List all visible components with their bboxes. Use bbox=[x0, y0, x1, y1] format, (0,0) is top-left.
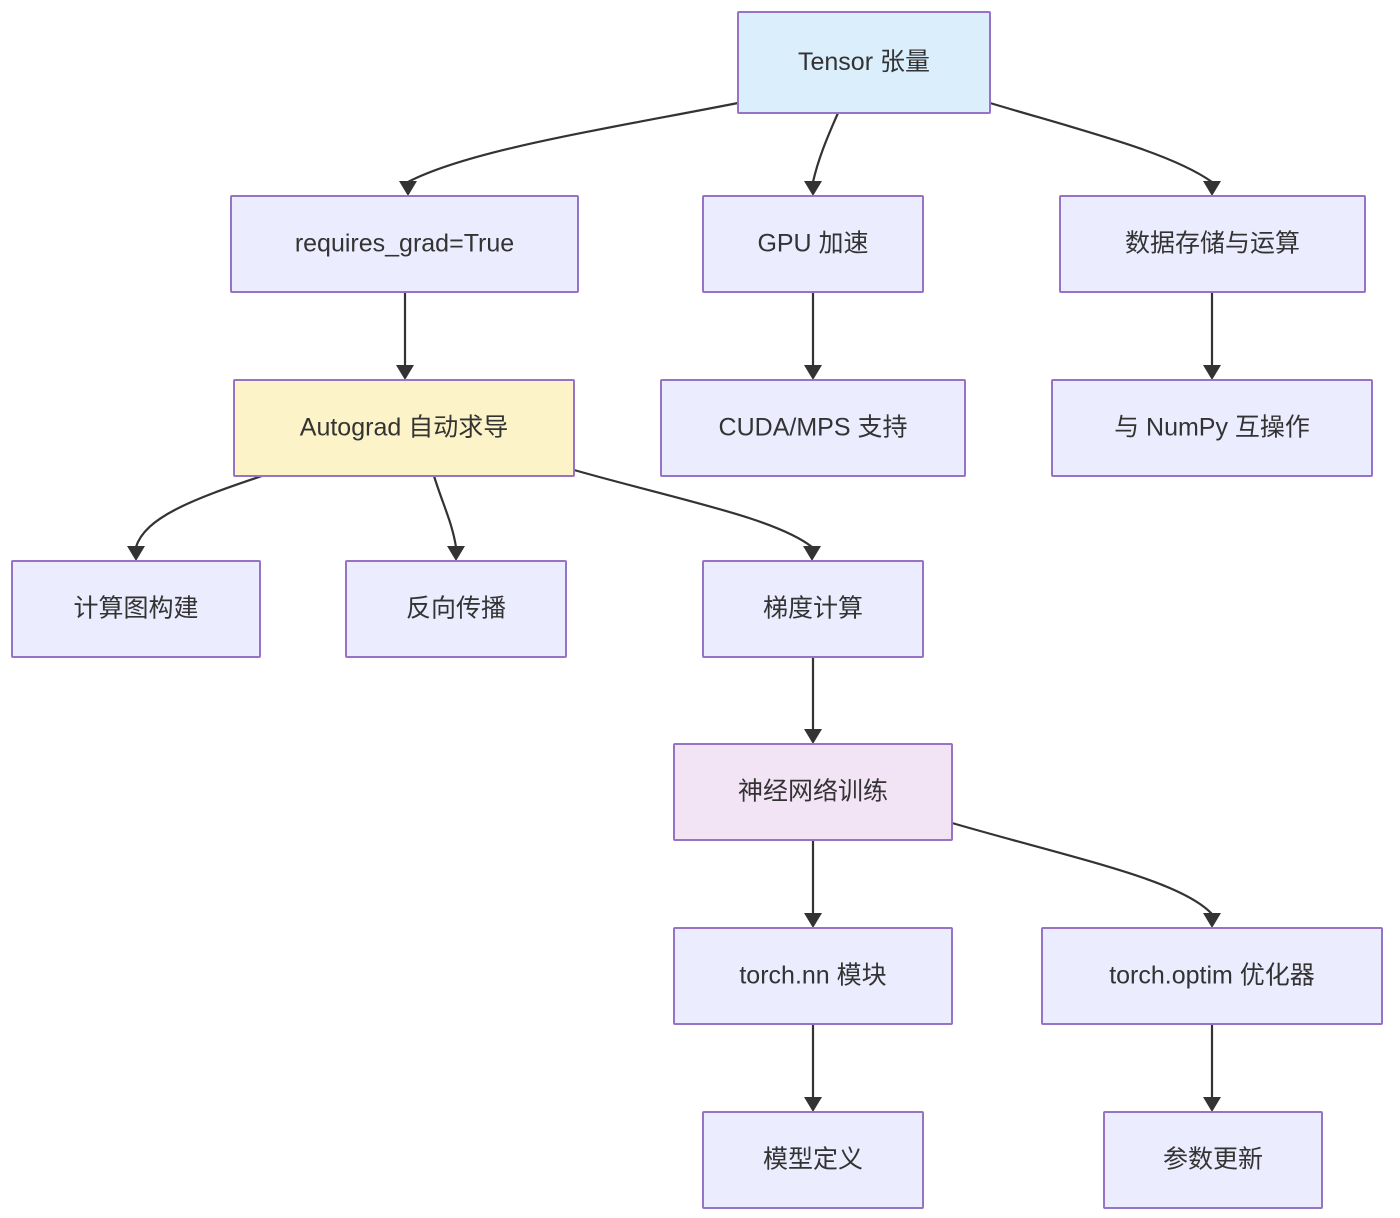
edge-tensor-to-gpu bbox=[804, 111, 840, 196]
node-label: CUDA/MPS 支持 bbox=[719, 414, 908, 442]
node-box[interactable] bbox=[673, 743, 953, 841]
node-param_update[interactable]: 参数更新 bbox=[1103, 1111, 1323, 1209]
node-box[interactable] bbox=[1041, 927, 1383, 1025]
arrow-head-icon bbox=[1203, 913, 1221, 928]
node-gpu[interactable]: GPU 加速 bbox=[702, 195, 924, 293]
edge-line bbox=[406, 101, 740, 184]
node-box[interactable] bbox=[1059, 195, 1366, 293]
edge-nn_training-to-torch_nn bbox=[804, 838, 822, 928]
node-label: GPU 加速 bbox=[757, 230, 868, 258]
node-box[interactable] bbox=[1051, 379, 1373, 477]
edge-autograd-to-gradient bbox=[572, 468, 821, 561]
node-label: 模型定义 bbox=[763, 1146, 863, 1174]
edge-line bbox=[988, 101, 1214, 184]
node-nn_training[interactable]: 神经网络训练 bbox=[673, 743, 953, 841]
arrow-head-icon bbox=[804, 913, 822, 928]
edge-tensor-to-requires_grad bbox=[399, 101, 740, 196]
edge-storage-to-numpy bbox=[1203, 290, 1221, 380]
edge-gpu-to-cuda bbox=[804, 290, 822, 380]
node-model_def[interactable]: 模型定义 bbox=[702, 1111, 924, 1209]
node-autograd[interactable]: Autograd 自动求导 bbox=[233, 379, 575, 477]
arrow-head-icon bbox=[804, 1097, 822, 1112]
node-label: 反向传播 bbox=[406, 595, 506, 623]
node-box[interactable] bbox=[673, 927, 953, 1025]
edge-gradient-to-nn_training bbox=[804, 655, 822, 744]
node-label: 数据存储与运算 bbox=[1125, 230, 1300, 258]
node-cuda[interactable]: CUDA/MPS 支持 bbox=[660, 379, 966, 477]
node-storage[interactable]: 数据存储与运算 bbox=[1059, 195, 1366, 293]
node-tensor[interactable]: Tensor 张量 bbox=[737, 11, 991, 114]
arrow-head-icon bbox=[804, 729, 822, 744]
arrow-head-icon bbox=[1203, 1097, 1221, 1112]
node-box[interactable] bbox=[11, 560, 261, 658]
arrow-head-icon bbox=[804, 181, 822, 196]
node-box[interactable] bbox=[1103, 1111, 1323, 1209]
node-box[interactable] bbox=[230, 195, 579, 293]
arrow-head-icon bbox=[399, 181, 417, 196]
node-torch_nn[interactable]: torch.nn 模块 bbox=[673, 927, 953, 1025]
node-gradient[interactable]: 梯度计算 bbox=[702, 560, 924, 658]
node-backprop[interactable]: 反向传播 bbox=[345, 560, 567, 658]
arrow-head-icon bbox=[1203, 365, 1221, 380]
edge-line bbox=[432, 474, 458, 549]
node-box[interactable] bbox=[737, 11, 991, 114]
node-label: 计算图构建 bbox=[73, 595, 198, 623]
node-label: 梯度计算 bbox=[763, 595, 863, 623]
node-label: torch.optim 优化器 bbox=[1109, 962, 1315, 990]
node-label: Tensor 张量 bbox=[798, 48, 930, 76]
node-label: 神经网络训练 bbox=[738, 778, 888, 806]
edge-torch_nn-to-model_def bbox=[804, 1022, 822, 1112]
node-graph[interactable]: 计算图构建 bbox=[11, 560, 261, 658]
node-box[interactable] bbox=[233, 379, 575, 477]
arrow-head-icon bbox=[803, 546, 821, 561]
edge-autograd-to-graph bbox=[127, 474, 264, 561]
node-requires_grad[interactable]: requires_grad=True bbox=[230, 195, 579, 293]
node-box[interactable] bbox=[702, 560, 924, 658]
arrow-head-icon bbox=[127, 546, 145, 561]
node-box[interactable] bbox=[660, 379, 966, 477]
edge-line bbox=[572, 468, 814, 549]
node-box[interactable] bbox=[702, 1111, 924, 1209]
edge-line bbox=[134, 474, 264, 549]
edge-torch_optim-to-param_update bbox=[1203, 1022, 1221, 1112]
nodes-layer: Tensor 张量 requires_grad=True GPU 加速 数据存储与运算… bbox=[11, 11, 1383, 1209]
node-label: 参数更新 bbox=[1163, 1146, 1263, 1174]
node-box[interactable] bbox=[702, 195, 924, 293]
edge-autograd-to-backprop bbox=[432, 474, 465, 561]
node-torch_optim[interactable]: torch.optim 优化器 bbox=[1041, 927, 1383, 1025]
node-label: Autograd 自动求导 bbox=[300, 414, 508, 442]
edges-layer bbox=[127, 101, 1221, 1112]
node-label: torch.nn 模块 bbox=[739, 962, 886, 990]
node-label: requires_grad=True bbox=[295, 230, 514, 258]
arrow-head-icon bbox=[1203, 181, 1221, 196]
edge-requires_grad-to-autograd bbox=[396, 290, 414, 380]
edge-nn_training-to-torch_optim bbox=[950, 821, 1221, 928]
node-numpy[interactable]: 与 NumPy 互操作 bbox=[1051, 379, 1373, 477]
arrow-head-icon bbox=[804, 365, 822, 380]
node-label: 与 NumPy 互操作 bbox=[1114, 414, 1310, 442]
arrow-head-icon bbox=[396, 365, 414, 380]
edge-tensor-to-storage bbox=[988, 101, 1221, 196]
node-box[interactable] bbox=[345, 560, 567, 658]
edge-line bbox=[950, 821, 1214, 916]
arrow-head-icon bbox=[447, 546, 465, 561]
edge-line bbox=[811, 111, 840, 184]
